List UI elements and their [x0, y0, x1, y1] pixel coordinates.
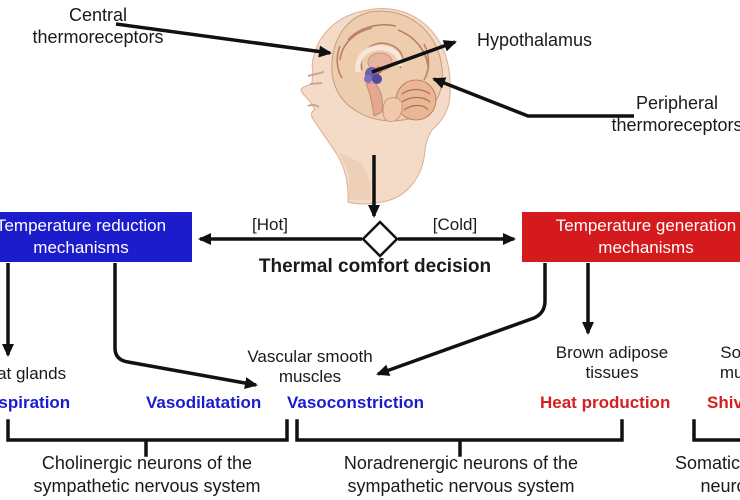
decision-diamond	[361, 220, 399, 258]
bracket-noradrenergic	[295, 419, 624, 457]
somatic-muscles-label: Somatic muscles	[719, 343, 740, 382]
vasodilatation-label: Vasodilatation	[146, 393, 262, 412]
noradrenergic-neurons-label: Noradrenergic neurons of the sympathetic…	[343, 453, 579, 496]
central-thermoreceptors-label: Central thermoreceptors	[32, 5, 164, 47]
bracket-somatic	[692, 419, 740, 442]
arrow-peripheral-to-head	[432, 77, 634, 118]
bracket-cholinergic	[6, 419, 289, 457]
sweat-glands-label: Sweat glands	[0, 364, 67, 383]
cerebellum	[395, 79, 437, 121]
face-features	[307, 71, 325, 108]
hot-branch-label: [Hot]	[252, 215, 288, 234]
shivering-label: Shivering	[707, 393, 740, 412]
temperature-generation-box: Temperature generation mechanisms	[522, 212, 740, 262]
arrow-reduction-to-vascular	[113, 263, 258, 389]
pathway-brackets	[6, 419, 740, 457]
heat-production-label: Heat production	[540, 393, 671, 412]
brown-adipose-tissues-label: Brown adipose tissues	[555, 343, 669, 382]
vascular-smooth-muscles-label: Vascular smooth muscles	[247, 347, 373, 386]
brainstem	[365, 81, 383, 117]
cholinergic-neurons-label: Cholinergic neurons of the sympathetic n…	[33, 453, 261, 496]
arrow-generation-to-vascular	[376, 263, 547, 376]
arrows	[2, 22, 634, 389]
corpus-callosum	[355, 45, 403, 73]
temperature-reduction-box: Temperature reduction mechanisms	[0, 212, 192, 262]
arrow-brain-to-hypothalamus-label	[371, 40, 457, 74]
decision-title: Thermal comfort decision	[258, 256, 492, 277]
peripheral-thermoreceptors-label: Peripheral thermoreceptors	[611, 93, 740, 135]
cerebellum-folds	[401, 88, 431, 111]
somatic-motor-neurons-label: Somatic motor neurons	[674, 453, 740, 496]
perspiration-label: Perspiration	[0, 393, 71, 412]
cold-branch-label: [Cold]	[432, 215, 478, 234]
arrow-central-to-brain	[115, 22, 332, 58]
hypothalamus-label: Hypothalamus	[477, 30, 593, 50]
neck-shading	[338, 152, 371, 200]
ear	[382, 97, 403, 123]
vasoconstriction-label: Vasoconstriction	[287, 393, 424, 412]
